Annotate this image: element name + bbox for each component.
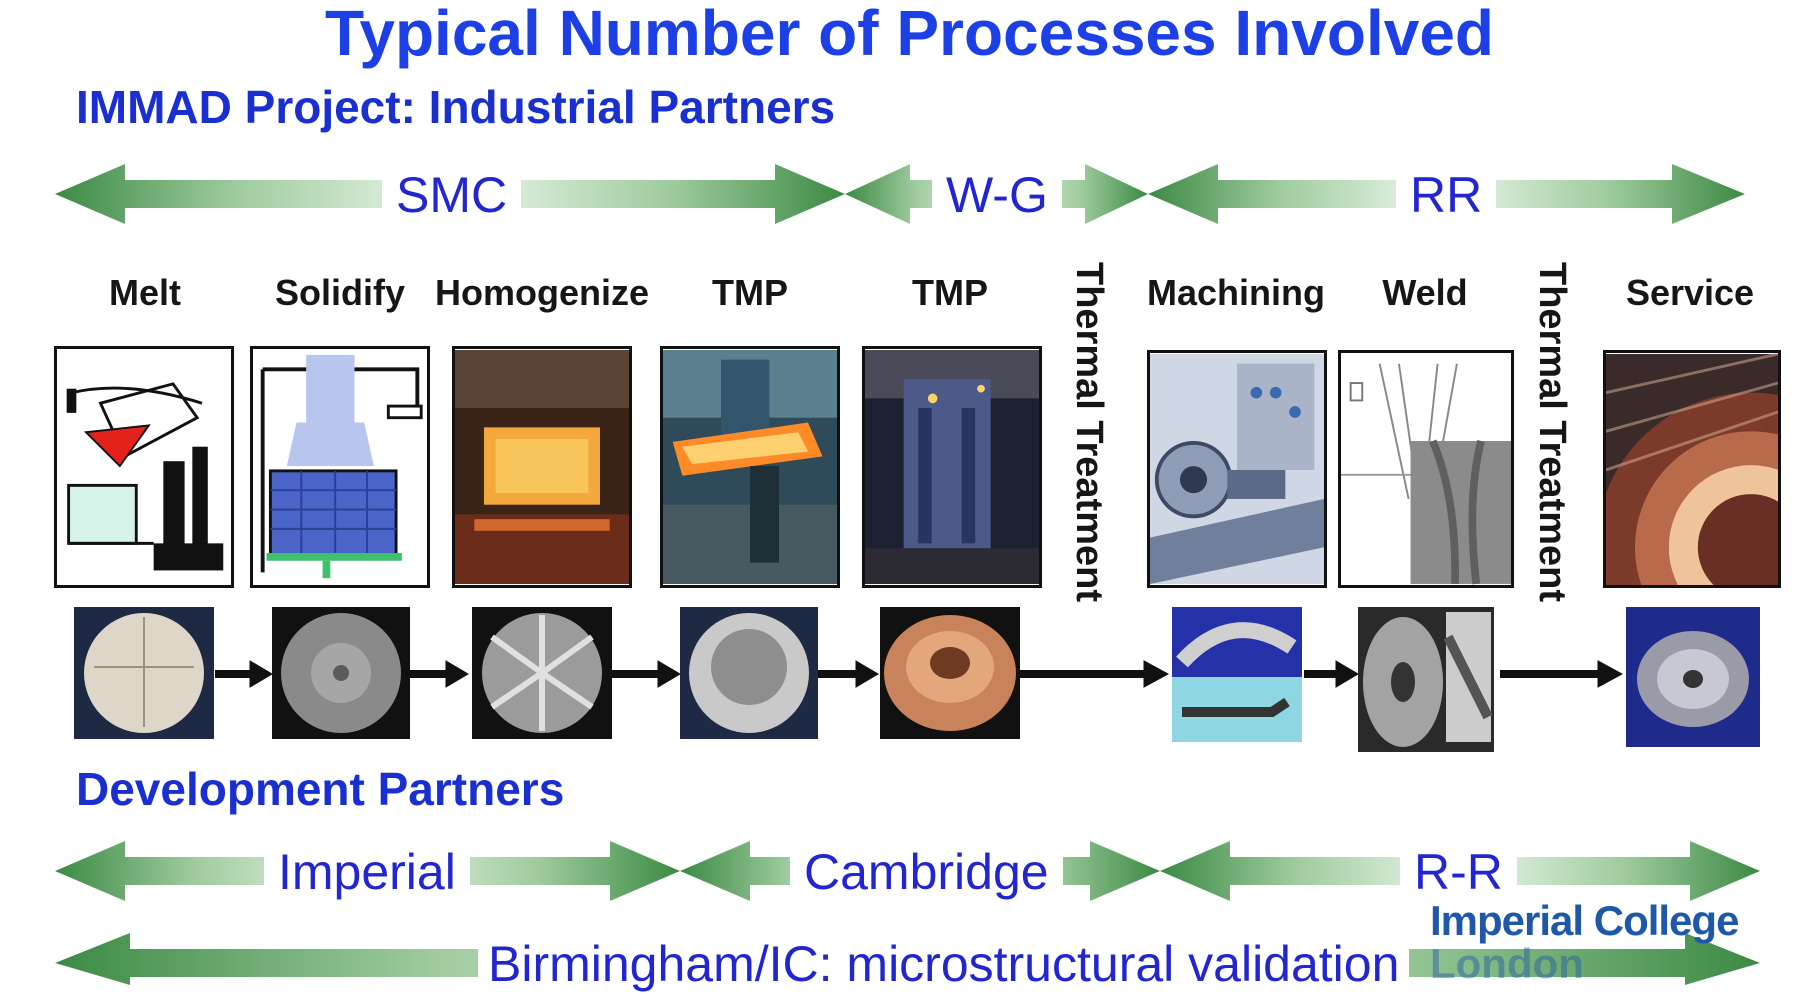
wg-double-arrow xyxy=(845,164,1148,224)
rr-double-arrow xyxy=(1148,164,1745,224)
melt-furnace-diagram xyxy=(54,346,234,588)
tmp-press-photo xyxy=(862,346,1042,588)
partner-label-rr: RR xyxy=(1396,165,1497,225)
thermal-treatment-label-1: Thermal Treatment xyxy=(1068,262,1110,602)
imperial-double-arrow xyxy=(55,841,680,901)
step-label-homogenize: Homogenize xyxy=(434,272,650,313)
rr-dev-double-arrow xyxy=(1160,841,1760,901)
tmp-billet-crosssection xyxy=(680,607,818,739)
process-flow-arrows xyxy=(215,660,1624,688)
service-disc-photo xyxy=(1626,607,1760,747)
step-label-weld: Weld xyxy=(1382,272,1468,313)
step-label-tmp-2: TMP xyxy=(912,272,988,313)
validation-label: Birmingham/IC: microstructural validatio… xyxy=(478,934,1410,994)
melt-ingot-crosssection xyxy=(74,607,214,739)
tmp-disc-forging xyxy=(880,607,1020,739)
diagram-title: Typical Number of Processes Involved xyxy=(325,0,1494,69)
solidify-casting-diagram xyxy=(250,346,430,588)
development-partners-heading: Development Partners xyxy=(76,763,565,815)
step-label-tmp-1: TMP xyxy=(712,272,788,313)
homogenize-furnace-photo xyxy=(452,346,632,588)
partner-label-wg: W-G xyxy=(932,165,1062,225)
step-label-melt: Melt xyxy=(109,272,181,313)
smc-double-arrow xyxy=(55,164,845,224)
step-label-machining: Machining xyxy=(1147,272,1325,313)
step-label-service: Service xyxy=(1625,272,1755,313)
solidify-crosssection xyxy=(272,607,410,739)
homogenize-crosssection xyxy=(472,607,612,739)
welded-disc-photo xyxy=(1358,607,1494,752)
tmp-forging-photo xyxy=(660,346,840,588)
partner-label-smc: SMC xyxy=(382,165,522,225)
imperial-college-logo: Imperial College xyxy=(1430,897,1739,944)
machining-lathe-photo xyxy=(1147,350,1327,588)
industrial-partners-heading: IMMAD Project: Industrial Partners xyxy=(76,81,836,133)
service-turbine-photo xyxy=(1603,350,1781,588)
imperial-college-logo-london: London xyxy=(1430,940,1584,987)
partner-label-rr-dev: R-R xyxy=(1400,842,1517,902)
thermal-treatment-label-2: Thermal Treatment xyxy=(1531,262,1573,602)
partner-label-cambridge: Cambridge xyxy=(790,842,1063,902)
step-label-solidify: Solidify xyxy=(274,272,406,313)
partner-label-imperial: Imperial xyxy=(264,842,470,902)
machined-parts-photo xyxy=(1172,607,1302,742)
weld-micrograph xyxy=(1338,350,1514,588)
